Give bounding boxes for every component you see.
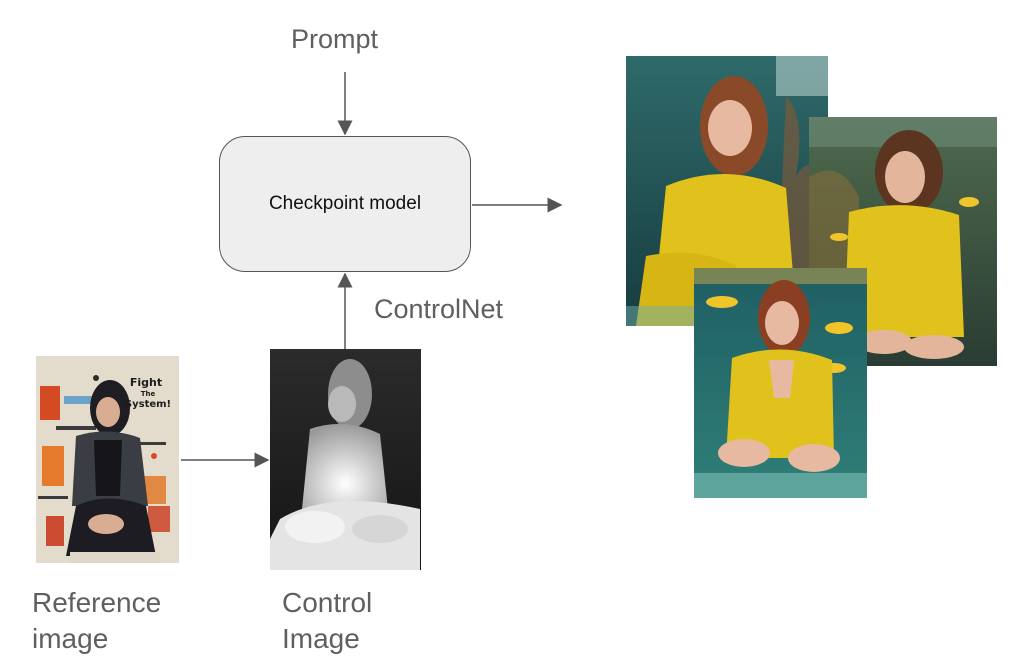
- reference-image-label: Reference image: [32, 587, 162, 654]
- poster-text-line: System!: [125, 399, 171, 410]
- prompt-label: Prompt: [291, 24, 379, 54]
- checkpoint-model-label: Checkpoint model: [268, 193, 422, 214]
- control-image: [270, 349, 421, 570]
- poster-text-line: The: [141, 390, 156, 398]
- control-image-label: Control Image: [282, 587, 373, 654]
- output-image-3: [694, 268, 867, 498]
- poster-text: Fight The System!: [125, 376, 171, 410]
- poster-text-line: Fight: [130, 376, 162, 389]
- controlnet-label: ControlNet: [374, 294, 504, 324]
- reference-image: Fight The System!: [36, 356, 179, 563]
- checkpoint-model-box: Checkpoint model: [219, 136, 471, 272]
